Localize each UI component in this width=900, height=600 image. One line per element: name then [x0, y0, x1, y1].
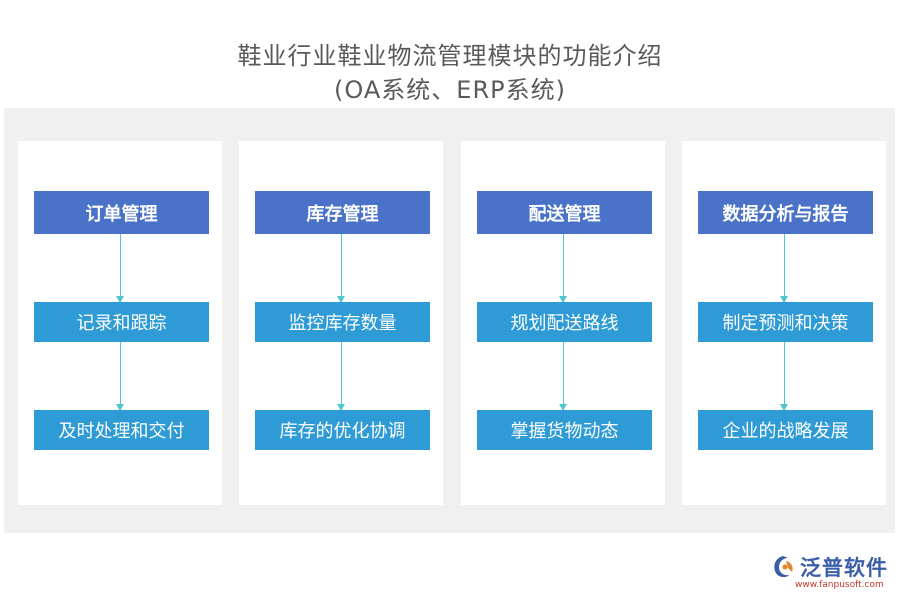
- column-header: 库存管理: [255, 191, 430, 234]
- column-delivery-management: 配送管理 规划配送路线 掌握货物动态: [461, 141, 665, 505]
- flow-arrow: [780, 234, 788, 303]
- column-order-management: 订单管理 记录和跟踪 及时处理和交付: [18, 141, 222, 505]
- column-item: 库存的优化协调: [255, 410, 430, 450]
- diagram-subtitle: (OA系统、ERP系统): [334, 76, 566, 104]
- column-header: 配送管理: [477, 191, 652, 234]
- flow-arrow: [780, 342, 788, 411]
- flow-arrow: [337, 234, 345, 303]
- column-inventory-management: 库存管理 监控库存数量 库存的优化协调: [239, 141, 443, 505]
- flow-arrow: [116, 234, 124, 303]
- column-data-analysis: 数据分析与报告 制定预测和决策 企业的战略发展: [682, 141, 886, 505]
- flow-arrow: [337, 342, 345, 411]
- column-item: 企业的战略发展: [698, 410, 873, 450]
- column-item: 制定预测和决策: [698, 302, 873, 342]
- logo-url: www.fanpusoft.com: [795, 580, 884, 590]
- column-item: 规划配送路线: [477, 302, 652, 342]
- column-item: 掌握货物动态: [477, 410, 652, 450]
- brand-logo: 泛普软件: [770, 552, 888, 582]
- diagram-title: 鞋业行业鞋业物流管理模块的功能介绍: [237, 42, 663, 70]
- column-item: 监控库存数量: [255, 302, 430, 342]
- logo-name: 泛普软件: [800, 556, 888, 580]
- logo-icon: [774, 556, 793, 578]
- column-item: 记录和跟踪: [34, 302, 209, 342]
- flow-arrow: [116, 342, 124, 411]
- flow-arrow: [559, 342, 567, 411]
- column-header: 数据分析与报告: [698, 191, 873, 234]
- column-item: 及时处理和交付: [34, 410, 209, 450]
- column-header: 订单管理: [34, 191, 209, 234]
- flow-arrow: [559, 234, 567, 303]
